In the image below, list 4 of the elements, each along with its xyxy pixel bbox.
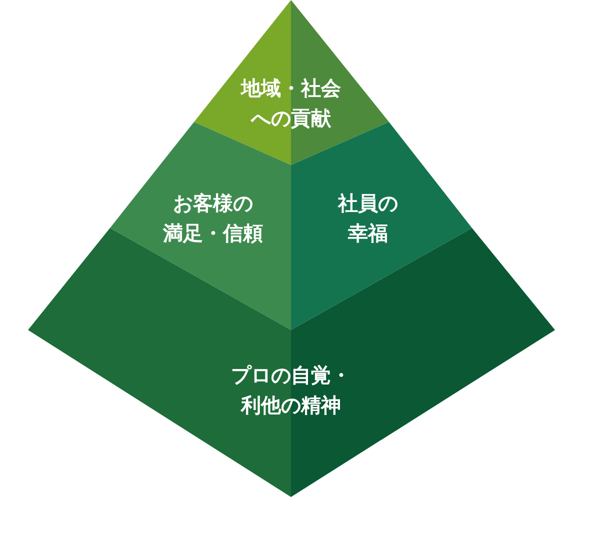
tier-label: プロの自覚・利他の精神 <box>231 362 351 419</box>
tier-label: お客様の満足・信頼 <box>163 190 263 247</box>
tier-label: 地域・社会への貢献 <box>241 75 341 132</box>
tier-label: 社員の幸福 <box>338 190 398 247</box>
